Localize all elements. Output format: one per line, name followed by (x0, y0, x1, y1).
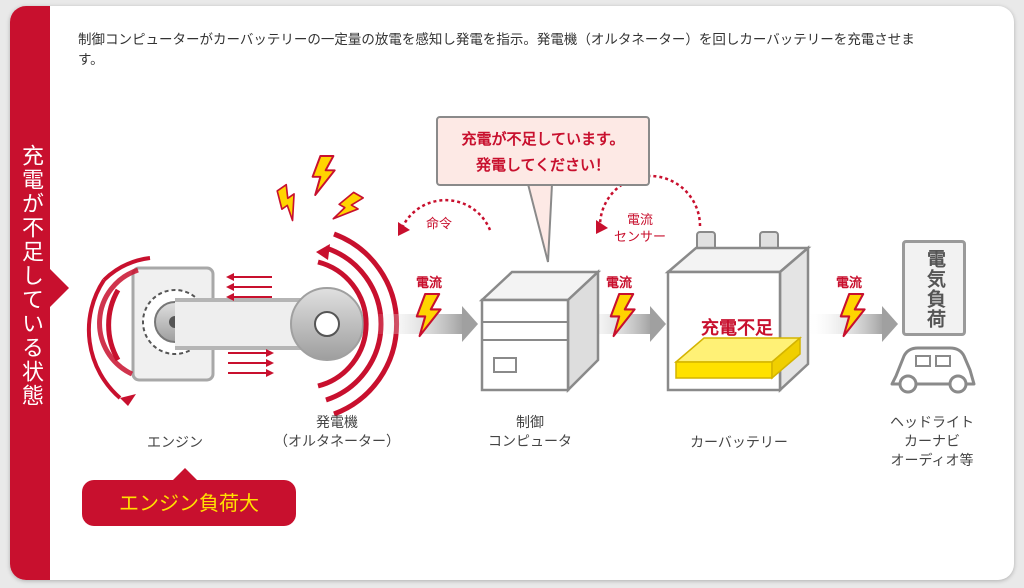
loads-line-1: ヘッドライト (890, 415, 974, 431)
engine-load-badge-pointer (171, 468, 199, 482)
side-tab: 充電が不足している状態 (10, 6, 50, 580)
battery-label: カーバッテリー (690, 435, 788, 451)
loads-label: ヘッドライト カーナビ オーディオ等 (876, 414, 988, 471)
current-label-3: 電流 (836, 276, 863, 291)
flow-arrow-battery (806, 306, 898, 342)
car-icon (890, 346, 976, 394)
loads-line-3: オーディオ等 (890, 453, 974, 469)
speech-line-2: 発電してください！ (475, 156, 611, 174)
engine-load-badge: エンジン負荷大 (82, 480, 296, 526)
speech-line-1: 充電が不足しています。 (461, 130, 625, 148)
current-sensor-line-1: 電流 (626, 213, 653, 228)
speech-bubble: 充電が不足しています。 発電してください！ (436, 116, 650, 186)
alternator-label-line-1: 発電機 (316, 415, 358, 431)
command-label: 命令 (426, 217, 453, 232)
sensor-arrow (598, 174, 702, 227)
current-label-2: 電流 (606, 276, 633, 291)
power-bolts (270, 155, 365, 228)
alternator-label: 発電機 （オルタネーター） (262, 414, 412, 452)
command-arrow (400, 198, 492, 231)
battery-illustration (664, 231, 812, 393)
current-sensor-line-2: センサー (613, 230, 666, 245)
flow-arrow-alternator (368, 306, 478, 342)
electric-load-label: 電気負荷 (924, 249, 946, 329)
alternator-illustration (175, 231, 400, 417)
engine-label: エンジン (147, 435, 203, 451)
control-computer-label: 制御 コンピュータ (470, 414, 590, 452)
battery-status: 充電不足 (701, 318, 773, 339)
control-computer-line-1: 制御 (516, 415, 544, 431)
control-computer-illustration (478, 269, 602, 394)
side-tab-arrow (49, 268, 69, 308)
force-arrows (226, 273, 274, 377)
alternator-label-line-2: （オルタネーター） (274, 434, 400, 450)
loads-line-2: カーナビ (904, 434, 960, 450)
side-label: 充電が不足している状態 (18, 144, 43, 408)
current-sensor-label: 電流 センサー (600, 212, 680, 246)
intro-text: 制御コンピューターがカーバッテリーの一定量の放電を感知し発電を指示。発電機（オル… (78, 32, 915, 68)
current-label-1: 電流 (416, 276, 443, 291)
control-computer-line-2: コンピュータ (488, 434, 572, 450)
electric-load-box: 電気負荷 (902, 240, 966, 336)
